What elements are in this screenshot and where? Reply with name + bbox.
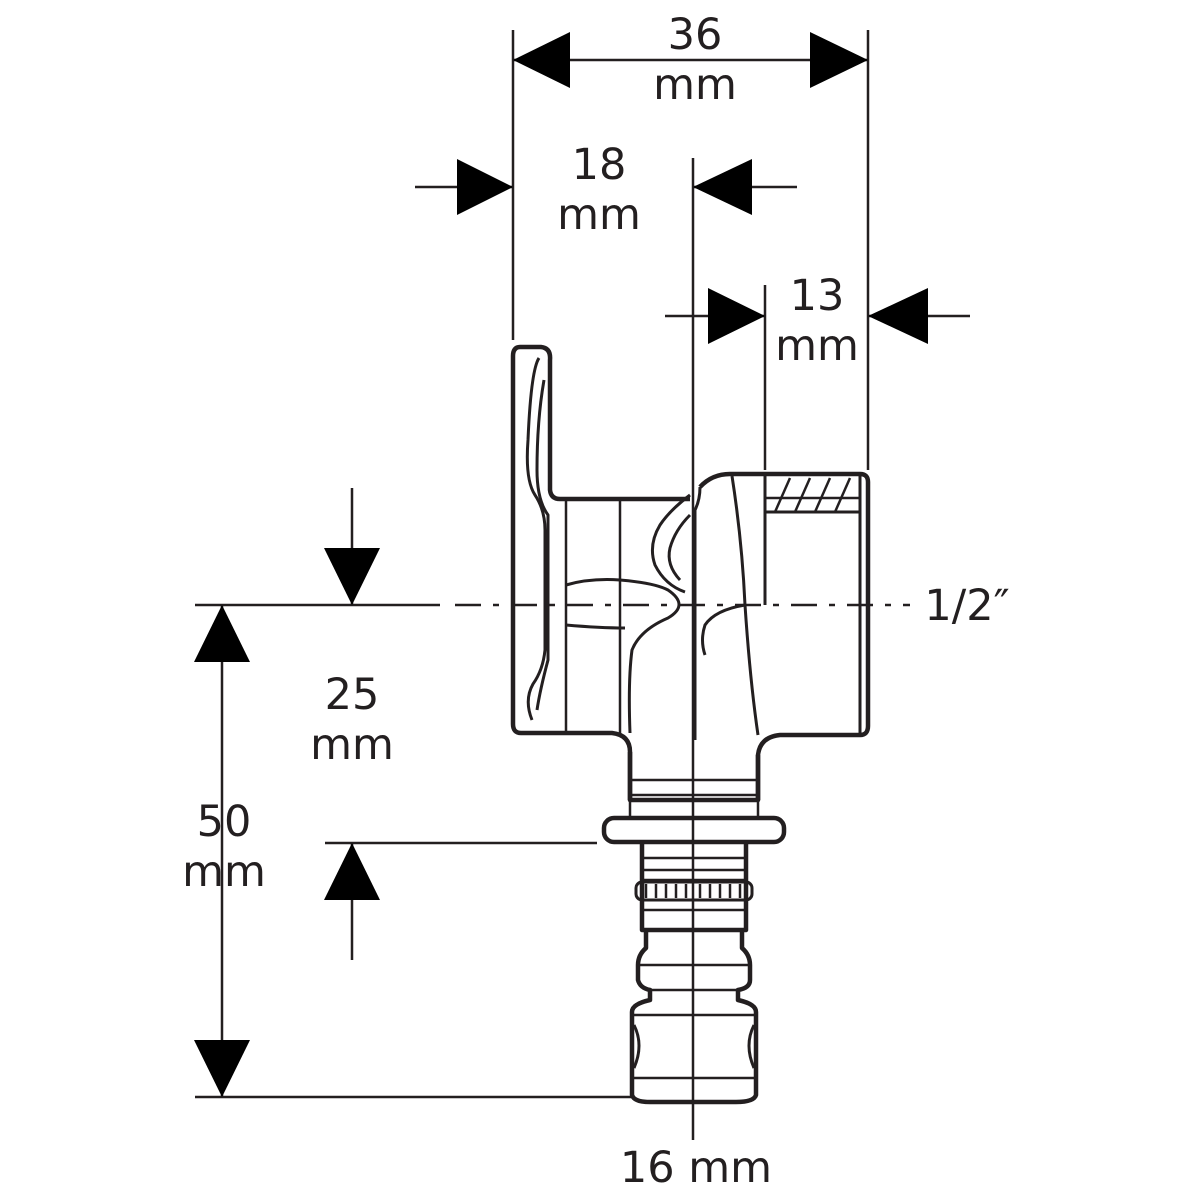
arrow-25-bottom xyxy=(324,843,380,900)
arrow-36-left xyxy=(513,32,570,88)
arrow-18-right xyxy=(693,159,752,215)
arrow-18-left xyxy=(457,159,513,215)
pipe-diameter-label: 16 mm xyxy=(620,1143,772,1193)
wall-plate-rim xyxy=(520,344,690,502)
dimension-labels: 36 mm 18 mm 13 mm 25 mm 50 mm 1/2″ 16 mm xyxy=(182,10,1010,1193)
arrow-13-right xyxy=(868,288,928,344)
center-lines xyxy=(455,300,910,1140)
sleeve-ridges xyxy=(642,856,746,882)
dim-25-value: 25 xyxy=(325,670,380,720)
dim-50-unit: mm xyxy=(182,847,266,897)
channel-curve-rib-2 xyxy=(667,513,692,582)
arrow-25-top xyxy=(324,548,380,605)
knurl-marks xyxy=(644,884,742,898)
stem-outline xyxy=(627,752,761,803)
channel-curve-upper xyxy=(565,578,681,734)
dim-13-unit: mm xyxy=(775,321,859,371)
arrow-50-bottom xyxy=(194,1040,250,1097)
arrow-36-right xyxy=(810,32,868,88)
fitting-body xyxy=(510,344,871,1105)
extension-lines xyxy=(195,30,870,1099)
arrow-50-top xyxy=(194,605,250,662)
dim-18-value: 18 xyxy=(572,140,627,190)
knurled-ring xyxy=(634,880,754,902)
arrow-13-left xyxy=(708,288,765,344)
dim-50-value: 50 xyxy=(197,797,252,847)
dim-13-value: 13 xyxy=(790,271,845,321)
dim-36-unit: mm xyxy=(653,60,737,110)
arrowheads xyxy=(194,32,928,1097)
threaded-outlet-outline xyxy=(698,471,871,800)
dim-18-unit: mm xyxy=(557,190,641,240)
thread-hatching xyxy=(765,477,860,513)
insert-bulge xyxy=(632,1024,756,1069)
wall-plate-inner-fold-2 xyxy=(535,379,550,711)
wall-plate-outline xyxy=(510,344,633,800)
channel-curve-lower xyxy=(565,623,626,630)
dim-36-value: 36 xyxy=(668,10,723,60)
dim-25-unit: mm xyxy=(310,720,394,770)
thread-size-label: 1/2″ xyxy=(924,581,1009,631)
pipe-insert xyxy=(629,930,759,1105)
outlet-inner-curve xyxy=(701,603,746,656)
wall-plate-inner-fold xyxy=(525,357,547,721)
channel-curve-rib xyxy=(650,493,691,594)
press-collar xyxy=(601,815,787,845)
outlet-left-curve xyxy=(693,486,702,740)
press-sleeve xyxy=(639,842,749,933)
